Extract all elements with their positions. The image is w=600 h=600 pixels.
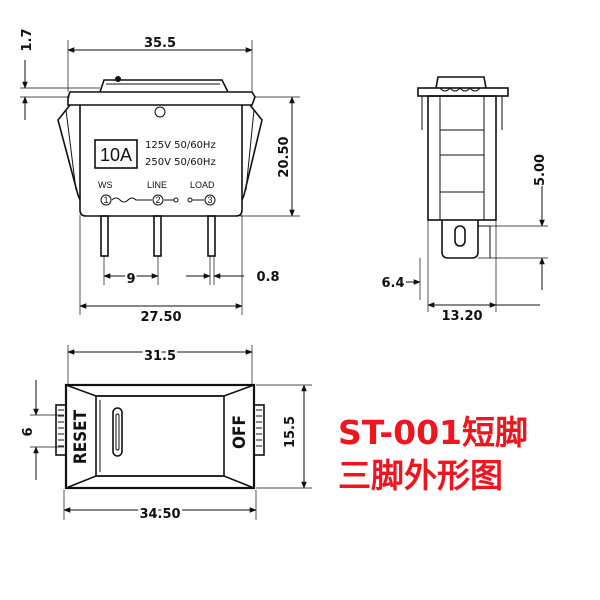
terminal-1-number: 1	[103, 195, 108, 205]
dim-pin-thickness: 0.8	[256, 270, 279, 285]
top-bezel	[64, 383, 256, 490]
title-line2: 三脚外形图	[338, 456, 503, 495]
terminal-2-number: 2	[155, 195, 160, 205]
pin-1	[100, 215, 109, 257]
contact-dot	[187, 197, 193, 203]
dim-pin-offset: 6.4	[381, 276, 404, 291]
rocker-top	[99, 79, 229, 93]
terminal-label-ws: WS	[98, 180, 113, 190]
right-clip	[241, 104, 263, 201]
side-pin-hole	[454, 225, 466, 247]
rocker-face	[95, 395, 225, 477]
side-view: 5.00 6.4 13.20	[381, 76, 548, 324]
left-clip	[57, 104, 81, 201]
clip-ridges	[58, 409, 64, 447]
dim-height: 15.5	[283, 416, 298, 448]
dim-inner-width: 31.5	[144, 349, 176, 364]
dim-clip: 6	[21, 427, 36, 436]
dim-width-top: 35.5	[144, 36, 176, 51]
title-line1: ST-001短脚	[338, 413, 528, 452]
terminal-3-number: 3	[207, 195, 212, 205]
top-clip-left	[55, 404, 67, 456]
pin-2	[153, 215, 162, 257]
side-bezel	[417, 87, 509, 97]
rating-line1: 125V 50/60Hz	[145, 140, 216, 151]
mount-hole	[154, 106, 166, 118]
rating-box	[94, 139, 138, 169]
right-clip-inner	[245, 109, 255, 191]
dim-pin-spacing: 9	[126, 272, 135, 287]
terminal-label-line: LINE	[147, 180, 167, 190]
side-body	[427, 95, 497, 221]
indicator-dot	[115, 76, 121, 82]
bezel-bevel	[65, 384, 255, 397]
clip-ridges	[256, 409, 262, 447]
dim-height-right: 20.50	[277, 136, 292, 177]
contact-dot	[173, 197, 179, 203]
dim-top-height: 1.7	[20, 28, 35, 51]
terminal-label-load: LOAD	[190, 180, 215, 190]
top-view: 31.5 34.50 15.5 6 RESET OFF	[21, 345, 312, 525]
side-rocker-cap	[435, 76, 487, 89]
dim-pin-height: 5.00	[533, 154, 548, 186]
dim-width-bottom: 27.50	[140, 310, 181, 325]
indicator-window-inner	[115, 413, 120, 451]
label-reset: RESET	[71, 409, 91, 464]
dim-depth: 13.20	[441, 309, 482, 324]
heater-symbol	[111, 197, 152, 203]
side-body-inner	[439, 95, 485, 221]
front-view: 35.5 1.7 20.50 10A 125V 50/60Hz 250V 50/…	[20, 28, 300, 325]
bezel-bevel	[65, 475, 255, 489]
rating-line2: 250V 50/60Hz	[145, 157, 216, 168]
top-clip-right	[253, 404, 265, 456]
side-pin-tab	[441, 220, 479, 259]
indicator-window	[112, 407, 123, 457]
rating-current: 10A	[100, 145, 132, 165]
terminal-2-marker	[152, 194, 164, 206]
left-clip-inner	[65, 109, 77, 191]
terminal-1-marker	[100, 194, 112, 206]
bezel	[67, 91, 256, 106]
pin-3	[207, 215, 216, 257]
title-block: ST-001短脚 三脚外形图	[338, 413, 528, 495]
label-off: OFF	[230, 415, 250, 449]
side-bezel-detail	[439, 87, 481, 92]
dim-outer-width: 34.50	[139, 507, 180, 522]
terminal-3-marker	[204, 194, 216, 206]
